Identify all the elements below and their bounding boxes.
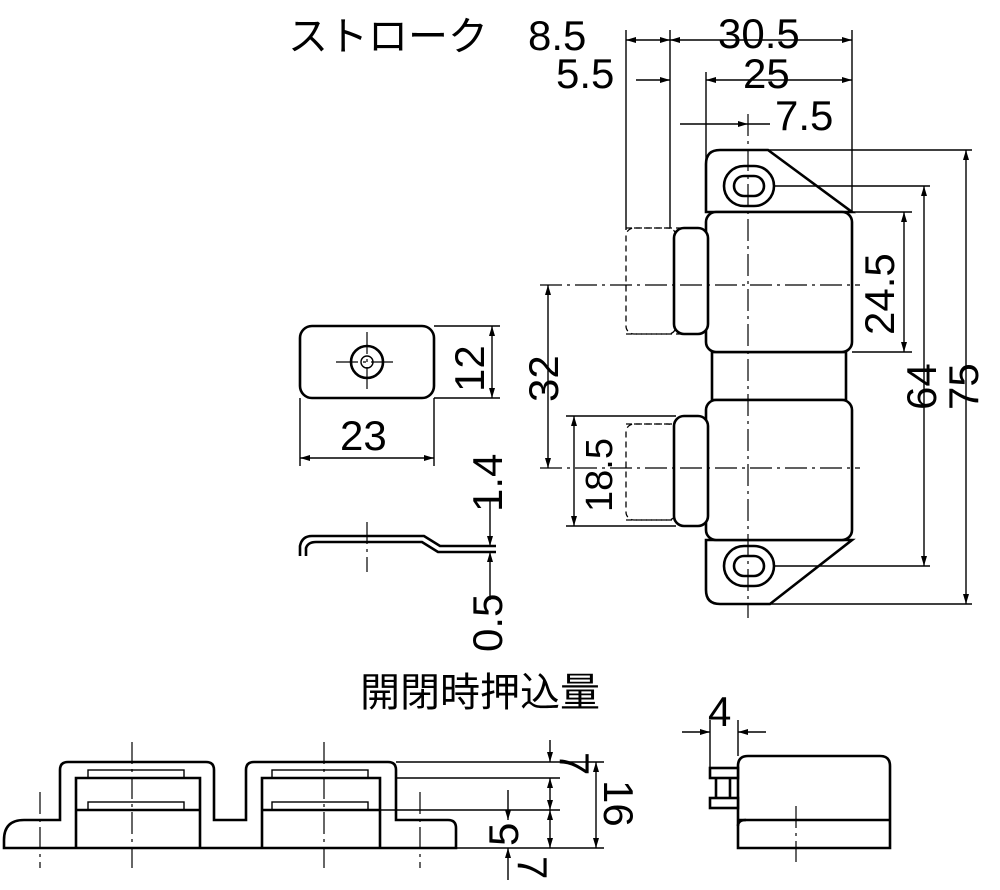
center-pitch-dimension <box>545 285 676 527</box>
right-dimensions <box>768 149 972 605</box>
stroke-label: ストローク <box>288 14 488 60</box>
center-pitch-label: 32 <box>520 355 567 402</box>
strike-plate-top-view <box>298 324 500 466</box>
lower-width-label: 18.5 <box>579 438 621 512</box>
bottom-mid-label: 16 <box>595 780 642 827</box>
plate-thickness-label: 1.4 <box>464 454 511 512</box>
stroke-value: 8.5 <box>528 12 586 59</box>
plate-height-label: 12 <box>446 345 493 392</box>
plate-offset-label: 0.5 <box>464 594 511 652</box>
bottom-inner-label: 5 <box>480 823 527 846</box>
push-amount-label: 開閉時押込量 <box>360 670 600 716</box>
push-amount-view <box>682 720 892 862</box>
gap-upper-label: 24.5 <box>856 253 903 335</box>
strike-plate-side-view <box>298 498 496 600</box>
bottom-side-view <box>2 740 604 880</box>
width-total-label: 30.5 <box>718 10 800 57</box>
width-body-label: 25 <box>743 50 790 97</box>
main-centerlines <box>540 114 860 618</box>
catch-body <box>625 148 856 606</box>
bottom-bottom-label: 7 <box>509 856 556 879</box>
plate-width-label: 23 <box>340 412 387 459</box>
pin-offset-label: 5.5 <box>556 50 614 97</box>
hole-offset-label: 7.5 <box>775 92 833 139</box>
height-total-label: 75 <box>940 363 987 410</box>
push-value-label: 4 <box>708 688 731 735</box>
hole-pitch-label: 64 <box>898 363 945 410</box>
bottom-top-label: 7 <box>551 752 598 775</box>
